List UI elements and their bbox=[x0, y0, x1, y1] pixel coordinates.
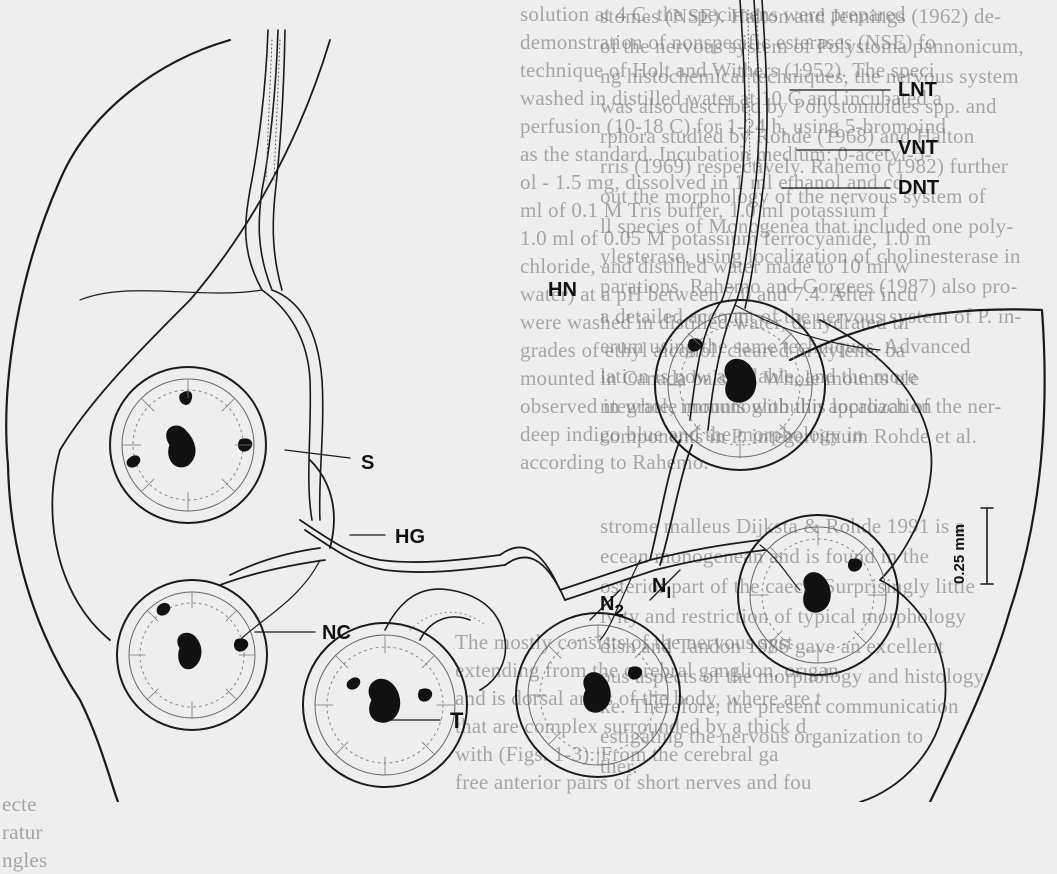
background-text-line: ratur bbox=[2, 818, 43, 846]
label-hg: HG bbox=[395, 527, 425, 547]
nervous-system-drawing bbox=[0, 0, 1057, 802]
label-vnt: VNT bbox=[898, 138, 938, 158]
central-lobe bbox=[385, 589, 506, 690]
background-text-line: ngles bbox=[2, 846, 47, 874]
label-n1-letter: N bbox=[652, 575, 666, 597]
peripheral-nerves bbox=[80, 290, 880, 640]
label-n1: NI bbox=[652, 576, 671, 601]
label-n2-letter: N bbox=[600, 593, 614, 615]
scale-bar-line bbox=[981, 508, 993, 584]
label-s: S bbox=[361, 453, 374, 473]
sucker-striations bbox=[123, 312, 886, 775]
trunk-stippling bbox=[266, 10, 759, 180]
label-t: T bbox=[450, 710, 463, 732]
label-hn: HN bbox=[548, 280, 577, 300]
haptoral-ganglia bbox=[220, 440, 765, 600]
label-n2: N2 bbox=[600, 594, 624, 619]
scale-bar-label: 0.25 mm bbox=[952, 524, 967, 584]
right-lobe-outline bbox=[820, 320, 946, 802]
sucker-central-cells bbox=[127, 339, 862, 722]
label-lnt: LNT bbox=[898, 80, 937, 100]
central-lobe-stipple bbox=[410, 612, 485, 630]
body-outline bbox=[6, 40, 1044, 802]
suckers bbox=[110, 300, 898, 787]
anterior-nerve-trunks bbox=[246, 0, 767, 520]
body-outline-inner bbox=[52, 40, 330, 640]
label-dnt: DNT bbox=[898, 178, 939, 198]
label-n1-subscript: I bbox=[666, 583, 671, 602]
label-nc: NC bbox=[322, 623, 351, 643]
label-n2-subscript: 2 bbox=[614, 601, 623, 620]
figure-stage: stomes (NSE). Halton and Jennings (1962)… bbox=[0, 0, 1057, 802]
